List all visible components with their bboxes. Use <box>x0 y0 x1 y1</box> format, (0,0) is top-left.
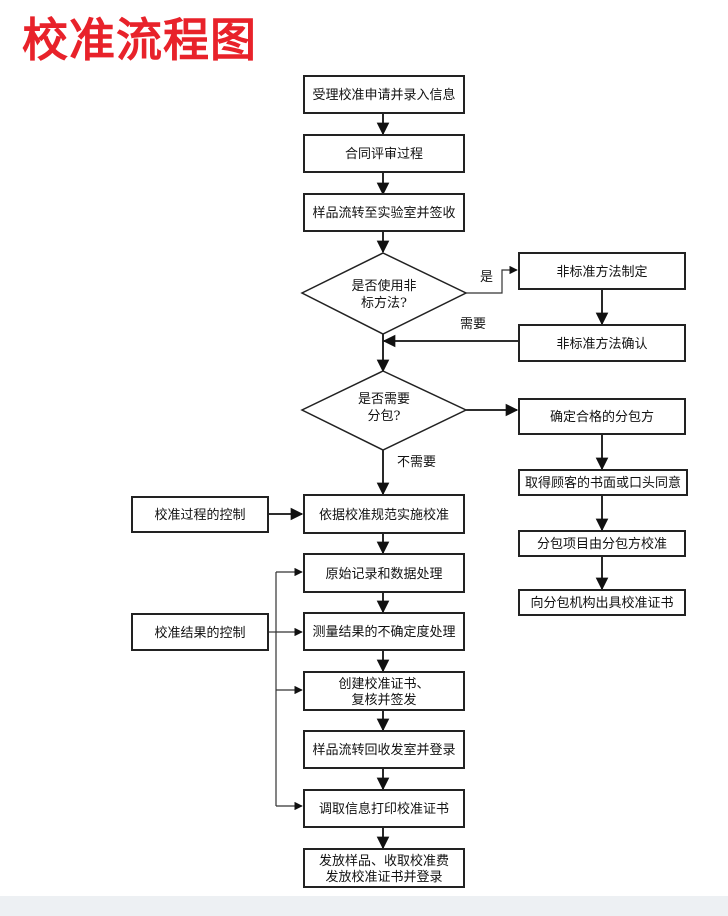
node-issue: 发放样品、收取校准费 发放校准证书并登录 <box>303 848 465 888</box>
svg-text:分包?: 分包? <box>368 409 401 424</box>
node-print-cert: 调取信息打印校准证书 <box>303 789 465 828</box>
svg-text:创建校准证书、: 创建校准证书、 <box>338 676 429 692</box>
node-accept: 受理校准申请并录入信息 <box>303 75 465 114</box>
node-contract: 合同评审过程 <box>303 134 465 173</box>
bottom-band <box>0 896 728 916</box>
svg-text:向分包机构出具校准证书: 向分包机构出具校准证书 <box>530 595 673 611</box>
svg-text:是否使用非: 是否使用非 <box>351 278 416 294</box>
svg-text:标方法?: 标方法? <box>361 295 407 311</box>
node-sub-cert: 向分包机构出具校准证书 <box>518 589 686 616</box>
svg-text:依据校准规范实施校准: 依据校准规范实施校准 <box>319 507 449 523</box>
edge-label-needed: 需要 <box>460 317 486 332</box>
edge-label-yes: 是 <box>480 270 493 285</box>
edge-yes-nonstd <box>466 265 518 294</box>
svg-text:分包项目由分包方校准: 分包项目由分包方校准 <box>537 536 667 552</box>
svg-text:校准过程的控制: 校准过程的控制 <box>154 507 245 523</box>
svg-text:非标准方法制定: 非标准方法制定 <box>556 264 647 280</box>
node-uncertainty: 测量结果的不确定度处理 <box>303 612 465 651</box>
node-return-sample: 样品流转回收发室并登录 <box>303 730 465 769</box>
svg-text:发放校准证书并登录: 发放校准证书并登录 <box>325 869 442 885</box>
node-nonstd-confirm: 非标准方法确认 <box>518 324 686 362</box>
svg-text:非标准方法确认: 非标准方法确认 <box>556 336 647 352</box>
node-result-control: 校准结果的控制 <box>131 613 269 651</box>
svg-text:受理校准申请并录入信息: 受理校准申请并录入信息 <box>312 87 455 103</box>
node-sub-calibrate: 分包项目由分包方校准 <box>518 530 686 557</box>
svg-text:测量结果的不确定度处理: 测量结果的不确定度处理 <box>312 624 455 640</box>
node-process-control: 校准过程的控制 <box>131 496 269 533</box>
edge-label-not-needed: 不需要 <box>397 455 436 470</box>
svg-text:合同评审过程: 合同评审过程 <box>345 147 423 162</box>
svg-text:是否需要: 是否需要 <box>358 392 410 407</box>
node-sub-qualified: 确定合格的分包方 <box>518 398 686 435</box>
node-create-cert: 创建校准证书、 复核并签发 <box>303 671 465 711</box>
svg-text:调取信息打印校准证书: 调取信息打印校准证书 <box>319 801 449 817</box>
svg-text:发放样品、收取校准费: 发放样品、收取校准费 <box>319 853 449 869</box>
node-raw-record: 原始记录和数据处理 <box>303 553 465 593</box>
decision-nonstd: 是否使用非 标方法? <box>300 252 468 335</box>
node-nonstd-make: 非标准方法制定 <box>518 252 686 290</box>
node-customer-consent: 取得顾客的书面或口头同意 <box>518 469 688 496</box>
svg-text:样品流转回收发室并登录: 样品流转回收发室并登录 <box>312 742 455 758</box>
svg-text:校准结果的控制: 校准结果的控制 <box>154 625 245 641</box>
node-calibrate: 依据校准规范实施校准 <box>303 494 465 534</box>
svg-text:复核并签发: 复核并签发 <box>351 692 416 708</box>
svg-text:样品流转至实验室并签收: 样品流转至实验室并签收 <box>312 205 455 221</box>
page-title: 校准流程图 <box>22 13 257 67</box>
decision-subcontract: 是否需要 分包? <box>300 370 468 451</box>
node-transfer-lab: 样品流转至实验室并签收 <box>303 193 465 232</box>
svg-text:取得顾客的书面或口头同意: 取得顾客的书面或口头同意 <box>525 475 681 491</box>
svg-text:确定合格的分包方: 确定合格的分包方 <box>550 409 654 425</box>
svg-text:原始记录和数据处理: 原始记录和数据处理 <box>325 567 442 582</box>
